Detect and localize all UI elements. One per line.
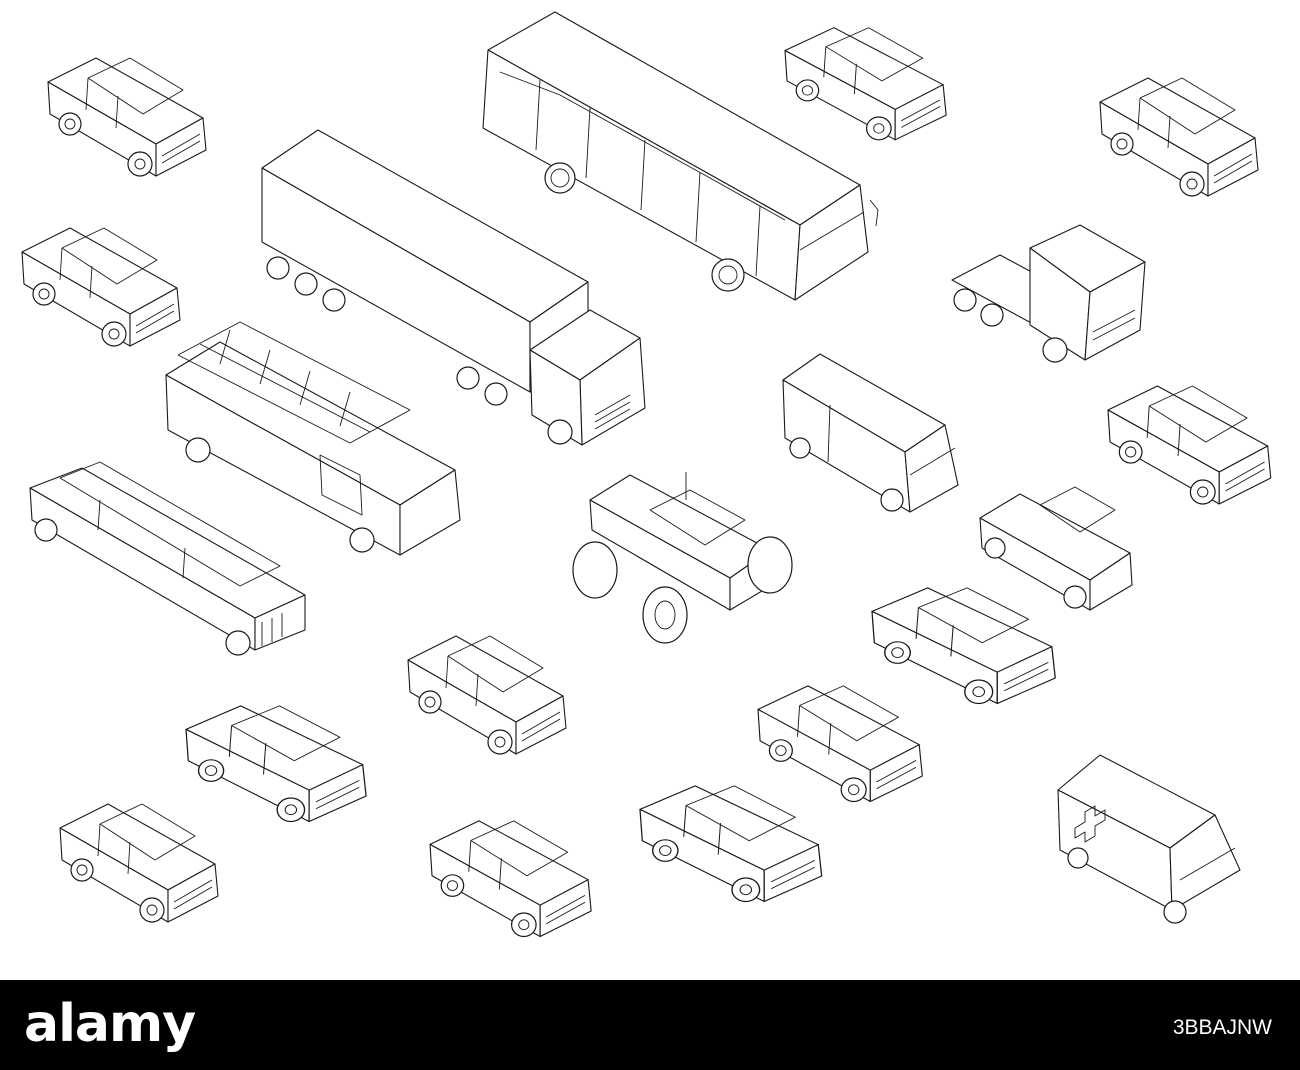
ambulance-icon bbox=[1057, 754, 1241, 924]
sports-car-icon bbox=[784, 27, 947, 141]
taxi-icon bbox=[59, 803, 219, 923]
sedan-icon bbox=[1099, 77, 1259, 197]
taxi-icon bbox=[21, 227, 181, 347]
monster-truck-icon bbox=[572, 472, 793, 644]
muscle-car-icon bbox=[185, 705, 367, 823]
police-car-icon bbox=[871, 587, 1056, 705]
tour-bus-icon bbox=[482, 11, 879, 301]
van-icon bbox=[782, 353, 959, 513]
semi-truck-icon bbox=[261, 129, 646, 446]
truck-cab-icon bbox=[951, 224, 1146, 363]
image-code: 3BBAJNW bbox=[1172, 1016, 1272, 1039]
police-sports-car-icon bbox=[757, 685, 923, 803]
suv-icon bbox=[1107, 385, 1272, 505]
vehicle-illustration bbox=[21, 11, 1272, 938]
suv-icon bbox=[47, 57, 207, 177]
sedan-icon bbox=[407, 635, 567, 755]
fire-truck-icon bbox=[165, 321, 461, 556]
convertible-icon bbox=[429, 820, 592, 938]
brand-logo: alamy bbox=[24, 994, 196, 1054]
muscle-car-icon bbox=[639, 785, 823, 903]
stock-footer-bar: alamy 3BBAJNW bbox=[0, 980, 1300, 1070]
pickup-truck-icon bbox=[979, 486, 1133, 611]
vehicle-illustration-svg bbox=[21, 11, 1272, 938]
limousine-icon bbox=[29, 461, 306, 656]
